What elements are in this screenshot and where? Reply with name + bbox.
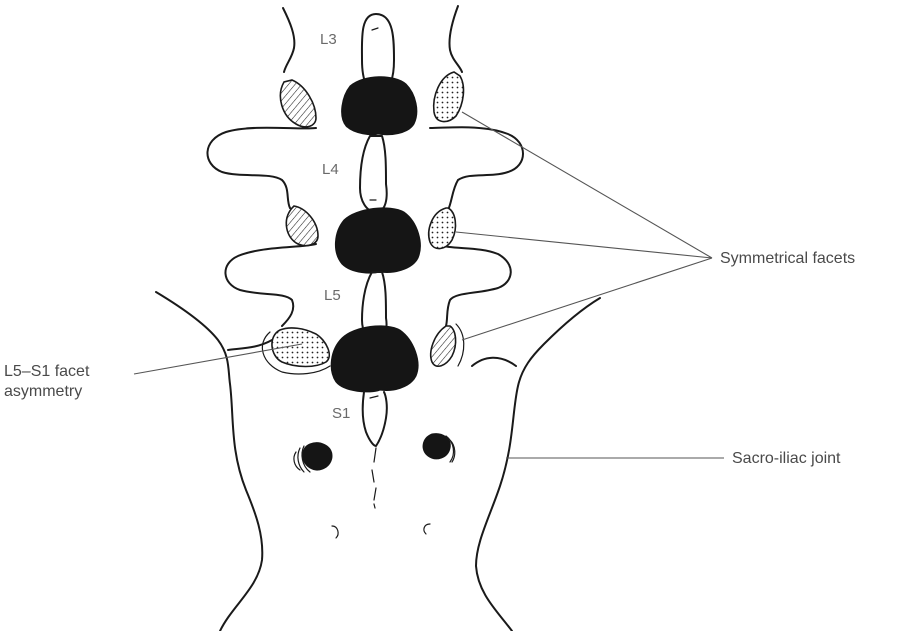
l3-lower-margin bbox=[207, 127, 523, 210]
l4-spinous-process bbox=[360, 136, 387, 212]
l3-spinous-tick bbox=[372, 28, 378, 30]
l4-right-facet bbox=[429, 208, 456, 249]
facet-asymmetry-label-line1: L5–S1 facet bbox=[4, 362, 89, 381]
label-l3: L3 bbox=[320, 30, 337, 49]
s1-median-crest bbox=[363, 392, 387, 446]
symmetrical-facets-label: Symmetrical facets bbox=[720, 249, 855, 268]
label-s1: S1 bbox=[332, 404, 350, 423]
l3-left-facet bbox=[280, 80, 316, 127]
l4-l5-dark-block bbox=[335, 208, 420, 273]
l3-l4-dark-block bbox=[342, 77, 417, 135]
median-sacral-crest bbox=[372, 448, 376, 508]
label-l5: L5 bbox=[324, 286, 341, 305]
l5-s1-right-facet-rim bbox=[456, 324, 464, 366]
right-lower-sacral-foramen bbox=[424, 524, 430, 534]
left-lower-sacral-foramen bbox=[332, 526, 338, 538]
label-l4: L4 bbox=[322, 160, 339, 179]
facet-asymmetry-label-line2: asymmetry bbox=[4, 382, 82, 401]
l5-s1-dark-block bbox=[331, 326, 418, 392]
l5-s1-left-facet bbox=[272, 328, 329, 367]
l4-left-facet bbox=[286, 206, 318, 246]
sacrum-upper-left bbox=[228, 340, 272, 350]
left-sacral-foramen bbox=[303, 443, 333, 470]
symmetrical-facets-leader-lines bbox=[456, 112, 712, 340]
s1-crest-tick bbox=[370, 396, 378, 398]
l5-s1-right-facet bbox=[431, 326, 456, 366]
sacroiliac-joint-label: Sacro-iliac joint bbox=[732, 449, 840, 468]
sacrum-upper-right bbox=[472, 358, 516, 366]
right-sacral-foramen bbox=[423, 434, 450, 459]
l3-right-facet bbox=[434, 72, 464, 122]
l3-vertebra-outline bbox=[283, 6, 462, 72]
